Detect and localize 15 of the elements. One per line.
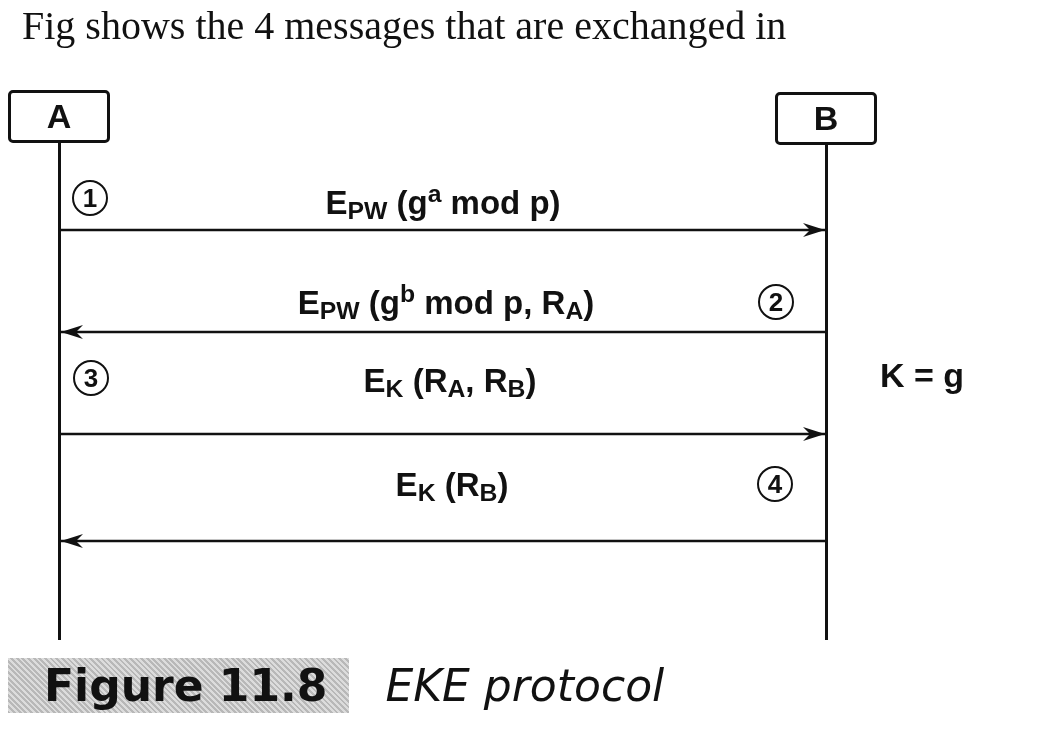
step-number: 1 bbox=[72, 180, 108, 216]
message-arrow bbox=[61, 223, 825, 237]
message-arrow bbox=[61, 534, 825, 548]
step-number: 2 bbox=[758, 284, 794, 320]
participant-box: A bbox=[8, 90, 110, 143]
lifeline bbox=[58, 143, 61, 640]
participant-box: B bbox=[775, 92, 877, 145]
message-arrow bbox=[61, 427, 825, 441]
figure-caption: Figure 11.8 EKE protocol bbox=[8, 660, 665, 713]
formula-text: K = g bbox=[880, 356, 965, 396]
lifeline bbox=[825, 145, 828, 640]
heading-text: Fig shows the 4 messages that are exchanged in bbox=[22, 4, 787, 48]
step-number: 3 bbox=[73, 360, 109, 396]
message-arrow bbox=[61, 325, 825, 339]
step-number: 4 bbox=[757, 466, 793, 502]
